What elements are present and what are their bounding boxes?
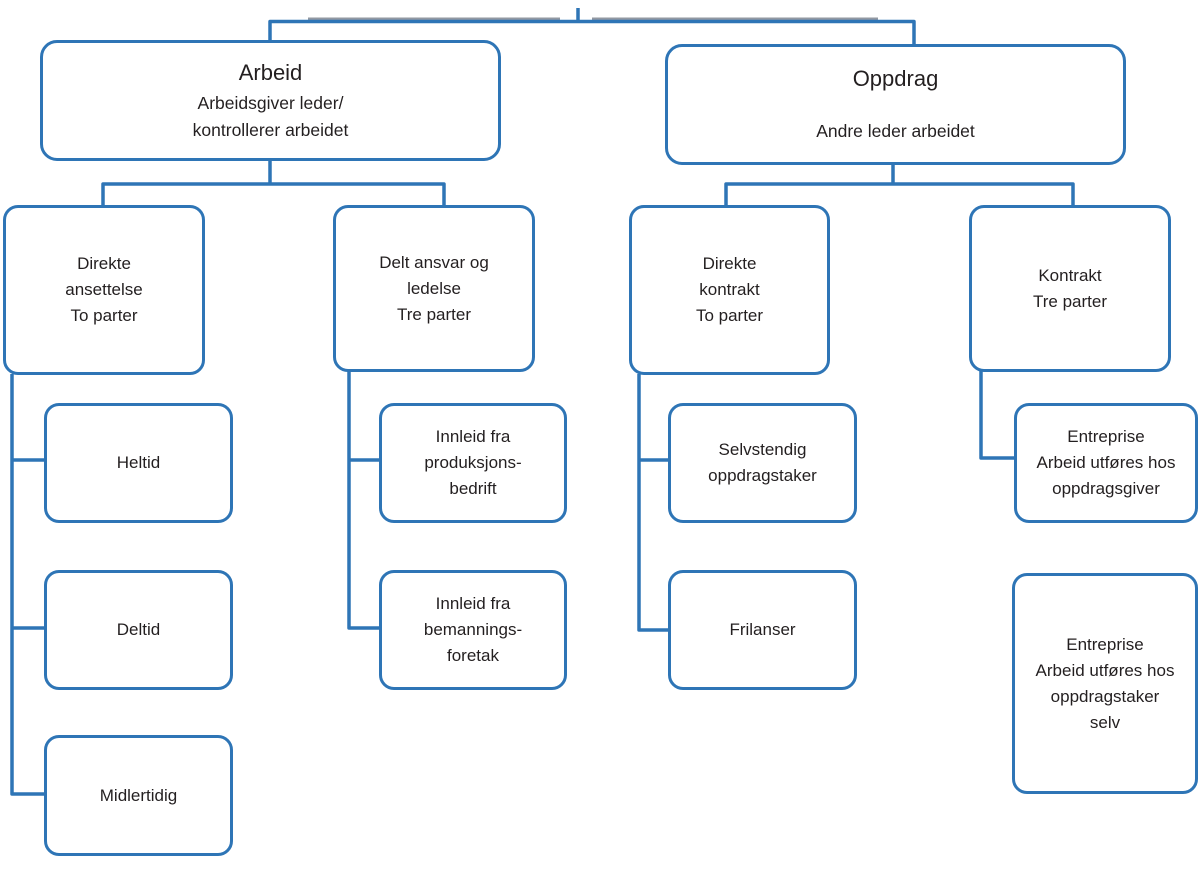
- node-deltid-label: Deltid: [116, 620, 161, 639]
- connector-direkte-kontrakt-to-children: [637, 374, 669, 632]
- node-kontrakt: Kontrakt Tre parter: [969, 205, 1171, 372]
- node-oppdrag-subtitle: Andre leder arbeidet: [816, 121, 975, 141]
- node-direkte-ansettelse: Direkte ansettelse To parter: [3, 205, 205, 375]
- node-innleid-produksjon: Innleid fra produksjons- bedrift: [379, 403, 567, 523]
- node-midlertidig: Midlertidig: [44, 735, 233, 856]
- node-innleid-bemanning: Innleid fra bemannings- foretak: [379, 570, 567, 690]
- node-frilanser: Frilanser: [668, 570, 857, 690]
- node-heltid-label: Heltid: [116, 453, 161, 472]
- node-kontrakt-label: Kontrakt Tre parter: [1032, 265, 1107, 311]
- connector-direkte-ansettelse-to-children: [10, 374, 45, 796]
- node-innleid-bemanning-label: Innleid fra bemannings- foretak: [423, 594, 523, 665]
- node-oppdrag-title: Oppdrag: [852, 66, 939, 91]
- node-entreprise-oppdragsgiver-label: Entreprise Arbeid utføres hos oppdragsgi…: [1036, 427, 1176, 498]
- node-oppdrag: Oppdrag Andre leder arbeidet: [665, 44, 1126, 165]
- node-entreprise-oppdragstaker-label: Entreprise Arbeid utføres hos oppdragsta…: [1035, 634, 1175, 732]
- node-heltid: Heltid: [44, 403, 233, 523]
- node-direkte-ansettelse-label: Direkte ansettelse To parter: [65, 254, 143, 325]
- node-innleid-produksjon-label: Innleid fra produksjons- bedrift: [424, 427, 522, 498]
- node-entreprise-oppdragstaker: Entreprise Arbeid utføres hos oppdragsta…: [1012, 573, 1198, 794]
- node-frilanser-label: Frilanser: [729, 620, 796, 639]
- node-selvstendig: Selvstendig oppdragstaker: [668, 403, 857, 523]
- node-direkte-kontrakt: Direkte kontrakt To parter: [629, 205, 830, 375]
- node-deltid: Deltid: [44, 570, 233, 690]
- node-arbeid-subtitle: Arbeidsgiver leder/ kontrollerer arbeide…: [192, 92, 349, 140]
- connector-delt-ansvar-to-children: [347, 371, 380, 630]
- connector-oppdrag-to-children: [724, 165, 1075, 206]
- node-delt-ansvar: Delt ansvar og ledelse Tre parter: [333, 205, 535, 372]
- node-delt-ansvar-label: Delt ansvar og ledelse Tre parter: [379, 252, 489, 324]
- node-arbeid: Arbeid Arbeidsgiver leder/ kontrollerer …: [40, 40, 501, 161]
- connector-arbeid-to-children: [101, 161, 446, 206]
- node-arbeid-title: Arbeid: [238, 59, 303, 85]
- connector-root-to-level1: [268, 8, 916, 44]
- node-entreprise-oppdragsgiver: Entreprise Arbeid utføres hos oppdragsgi…: [1014, 403, 1198, 523]
- node-midlertidig-label: Midlertidig: [99, 785, 178, 805]
- node-selvstendig-label: Selvstendig oppdragstaker: [708, 440, 817, 485]
- node-direkte-kontrakt-label: Direkte kontrakt To parter: [695, 254, 764, 325]
- connector-kontrakt-to-children: [979, 371, 1014, 460]
